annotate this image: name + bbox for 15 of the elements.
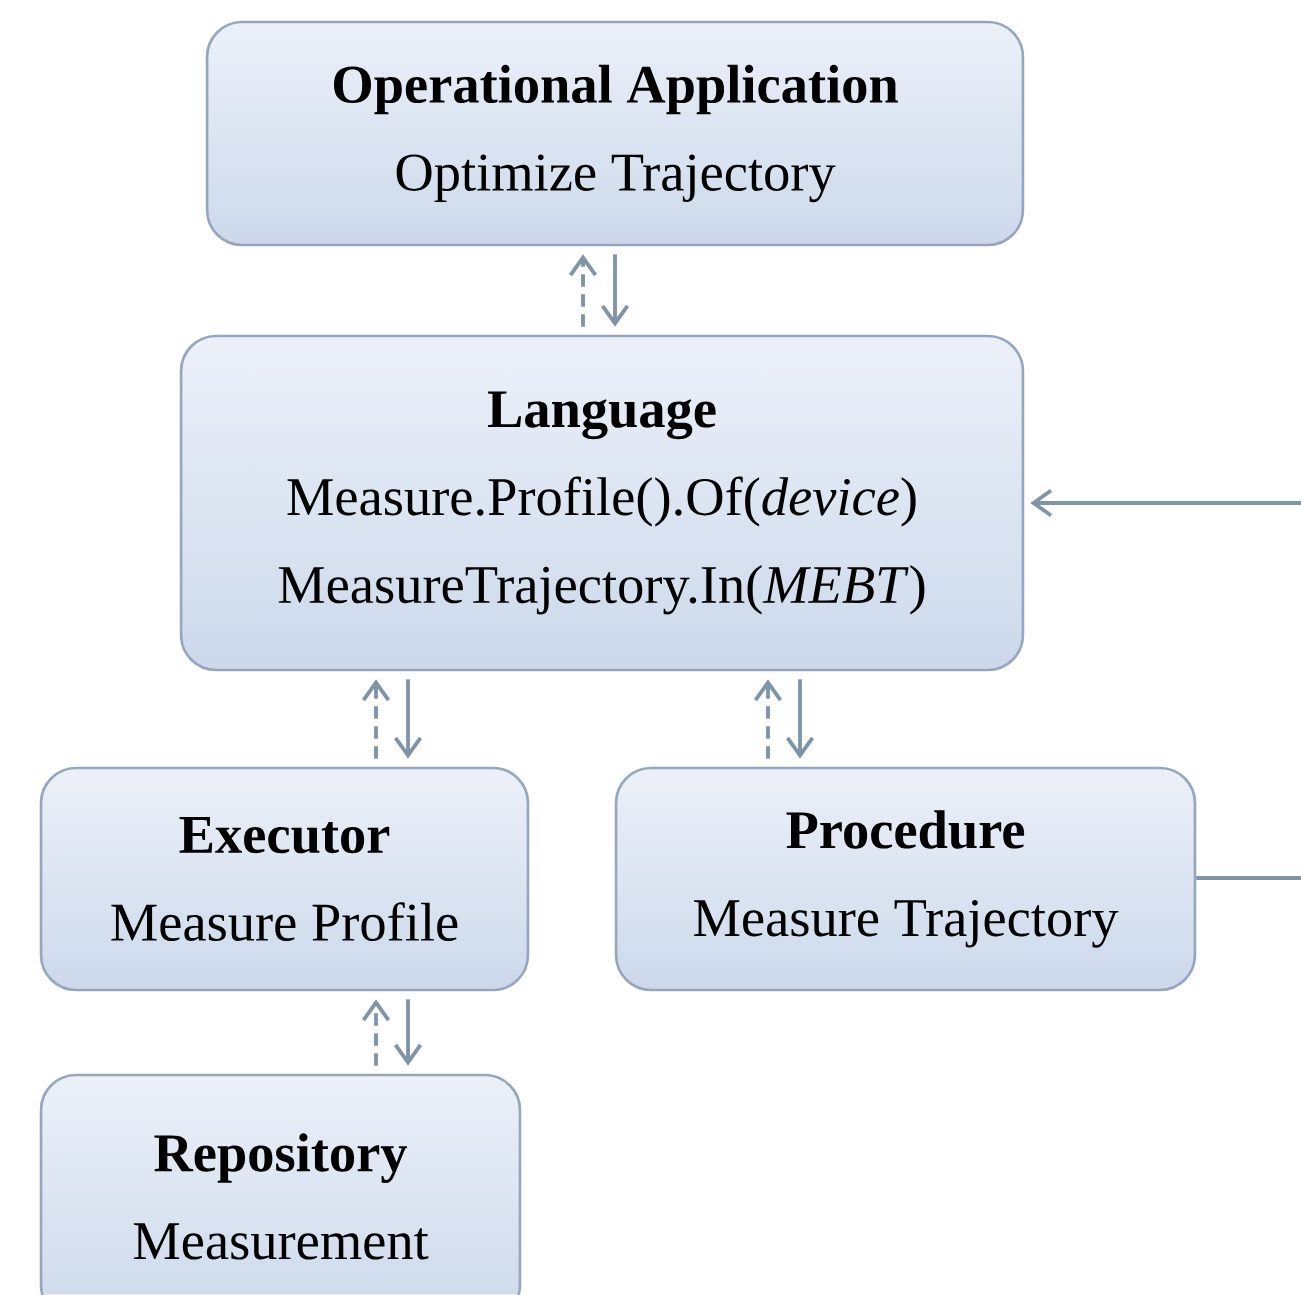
component-box: Procedure Measure Trajectory xyxy=(614,766,1197,992)
dashed-arrow xyxy=(753,679,783,759)
arrow xyxy=(785,679,815,759)
arrow xyxy=(393,999,423,1066)
dashed-arrow xyxy=(568,254,598,327)
component-box: Executor Measure Profile xyxy=(39,766,530,992)
arrow xyxy=(393,679,423,759)
arrow xyxy=(600,254,630,327)
dashed-arrow xyxy=(361,679,391,759)
arrow xyxy=(1030,488,1301,518)
dashed-arrow xyxy=(361,999,391,1066)
component-box: Repository Measurement xyxy=(39,1073,522,1295)
component-box: Language Measure.Profile().Of(device) MeasureTrajectory.In(MEBT) xyxy=(179,334,1025,672)
component-box: Operational Application Optimize Trajectory xyxy=(205,20,1025,247)
connector-line xyxy=(1196,876,1301,880)
